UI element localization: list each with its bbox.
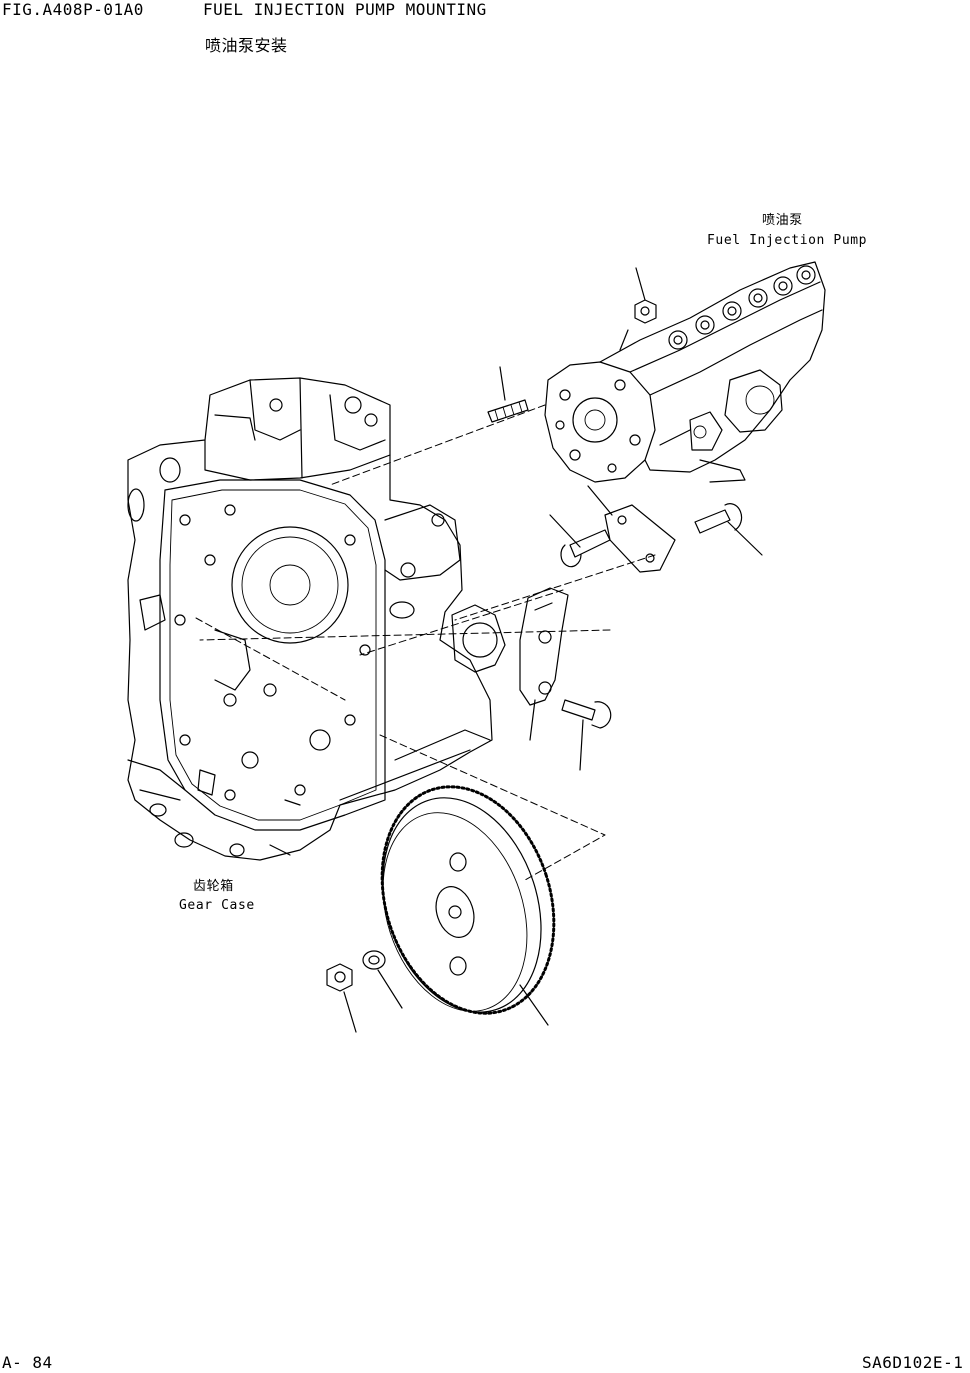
gear-case-label-chinese: 齿轮箱 bbox=[193, 879, 234, 894]
page-number: A- 84 bbox=[2, 1353, 53, 1372]
pump-drive-gear bbox=[380, 785, 556, 1015]
figure-number: FIG.A408P-01A0 bbox=[2, 0, 144, 19]
pump-label-chinese: 喷油泵 bbox=[762, 213, 803, 228]
gear-case-block bbox=[127, 377, 506, 861]
page-title-chinese: 喷油泵安装 bbox=[205, 36, 288, 55]
fuel-injection-pump bbox=[544, 261, 826, 483]
leader-lines bbox=[343, 267, 763, 1033]
page-title-english: FUEL INJECTION PUMP MOUNTING bbox=[203, 0, 487, 19]
pump-label-english: Fuel Injection Pump bbox=[707, 233, 868, 248]
assembly-lines bbox=[195, 404, 656, 881]
support-plate bbox=[519, 587, 569, 706]
pump-bracket bbox=[604, 504, 676, 573]
model-code: SA6D102E-1 bbox=[862, 1353, 964, 1372]
gear-case-label-english: Gear Case bbox=[179, 898, 255, 913]
